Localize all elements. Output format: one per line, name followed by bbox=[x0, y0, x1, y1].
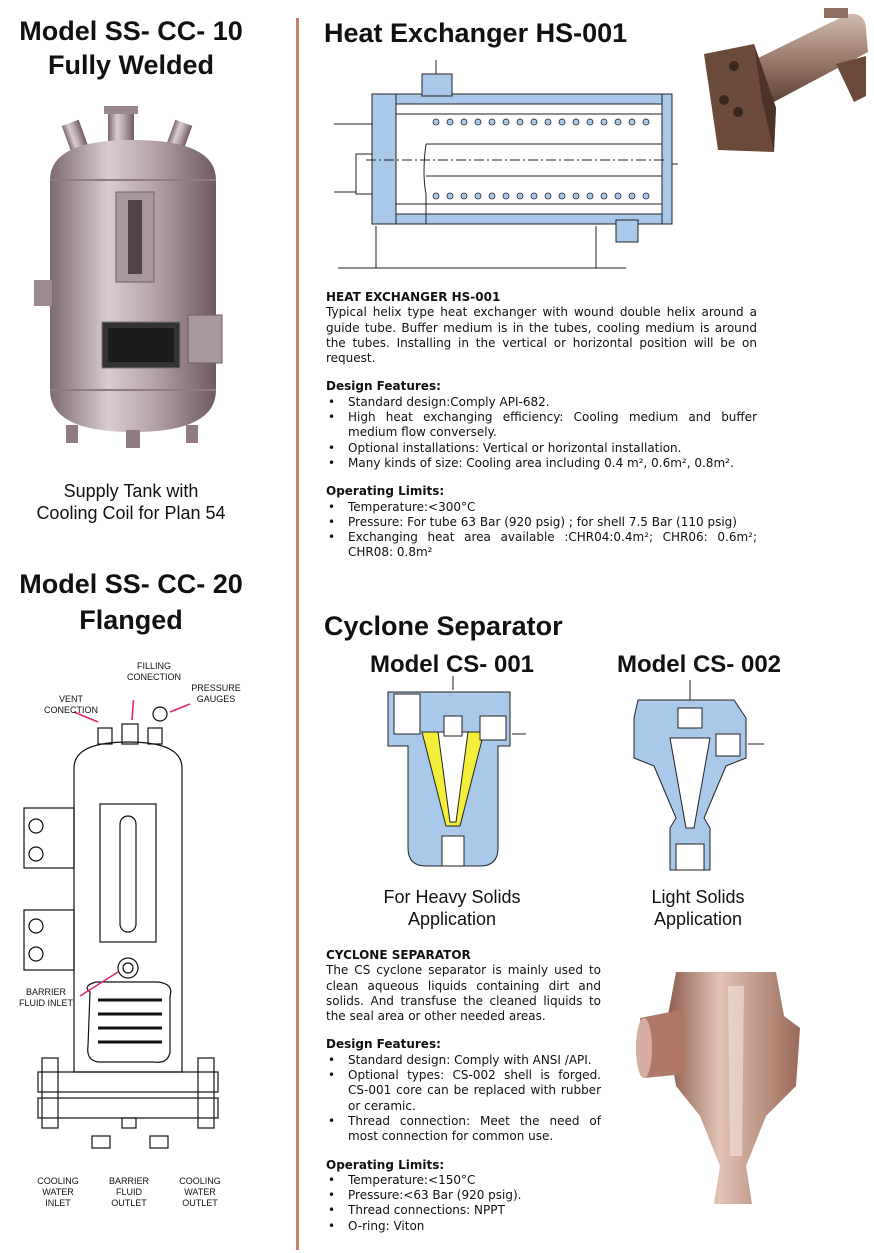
cs-002-caption-line2: Application bbox=[653, 909, 743, 929]
hx-design-features-list: Standard design:Comply API-682. High hea… bbox=[326, 395, 757, 472]
flanged-tank-diagram bbox=[23, 700, 219, 1149]
list-item: Thread connection: Meet the need of most… bbox=[326, 1114, 601, 1145]
heat-exchanger-diagram bbox=[334, 60, 678, 269]
list-item: Many kinds of size: Cooling area includi… bbox=[326, 456, 757, 472]
model-ss-cc-10-title: Model SS- CC- 10 Fully Welded bbox=[0, 14, 262, 82]
list-item: Thread connections: NPPT bbox=[326, 1203, 601, 1219]
list-item: Standard design:Comply API-682. bbox=[326, 395, 757, 411]
cyclone-description: The CS cyclone separator is mainly used … bbox=[326, 963, 601, 1024]
hx-description: Typical helix type heat exchanger with w… bbox=[326, 305, 757, 366]
tank-caption-line2: Cooling Coil for Plan 54 bbox=[36, 503, 226, 523]
label-pressure: PRESSURE GAUGES bbox=[191, 683, 241, 704]
tank-caption: Supply Tank with Cooling Coil for Plan 5… bbox=[0, 480, 262, 524]
model1-title: Model SS- CC- 10 bbox=[19, 16, 243, 46]
label-barrier-inlet: BARRIER FLUID INLET bbox=[18, 987, 73, 1008]
column-divider bbox=[296, 18, 299, 1250]
cyclone-separator-title: Cyclone Separator bbox=[324, 611, 563, 641]
cyclone-model1-title: Model CS- 001 bbox=[369, 651, 535, 678]
cyclone-operating-limits-title: Operating Limits: bbox=[326, 1157, 445, 1172]
model-ss-cc-20-title: Model SS- CC- 20 Flanged bbox=[0, 567, 262, 637]
cs-002-caption: Light Solids Application bbox=[610, 886, 786, 930]
heat-exchanger-title: Heat Exchanger HS-001 bbox=[324, 18, 628, 48]
cyclone-operating-limits-list: Temperature:<150°C Pressure:<63 Bar (920… bbox=[326, 1173, 601, 1234]
model2-title: Model SS- CC- 20 bbox=[19, 569, 243, 599]
cs-001-diagram bbox=[387, 676, 526, 867]
hx-design-features-title: Design Features: bbox=[326, 379, 441, 394]
list-item: Pressure:<63 Bar (920 psig). bbox=[326, 1188, 601, 1204]
label-cooling-outlet: COOLING WATER OUTLET bbox=[179, 1176, 221, 1208]
list-item: Exchanging heat area available :CHR04:0.… bbox=[326, 530, 757, 561]
list-item: Temperature:<300°C bbox=[326, 500, 757, 516]
cyclone-model2-title: Model CS- 002 bbox=[616, 651, 782, 678]
list-item: O-ring: Viton bbox=[326, 1219, 601, 1235]
cs-001-caption-line2: Application bbox=[407, 909, 497, 929]
list-item: Standard design: Comply with ANSI /API. bbox=[326, 1053, 601, 1069]
model1-subtitle: Fully Welded bbox=[47, 50, 215, 80]
cyclone-separator-photo bbox=[636, 972, 800, 1204]
hx-subheading: HEAT EXCHANGER HS-001 bbox=[326, 290, 501, 304]
hx-operating-limits-title: Operating Limits: bbox=[326, 484, 445, 499]
tank-caption-line1: Supply Tank with bbox=[63, 481, 199, 501]
cs-001-caption-line1: For Heavy Solids bbox=[383, 887, 521, 907]
cyclone-design-features-title: Design Features: bbox=[326, 1037, 441, 1052]
cyclone-subheading: CYCLONE SEPARATOR bbox=[326, 948, 471, 962]
cs-001-caption: For Heavy Solids Application bbox=[360, 886, 544, 930]
list-item: Temperature:<150°C bbox=[326, 1173, 601, 1189]
list-item: High heat exchanging efficiency: Cooling… bbox=[326, 410, 757, 441]
label-barrier-outlet: BARRIER FLUID OUTLET bbox=[108, 1176, 149, 1208]
heat-exchanger-photo bbox=[704, 8, 868, 152]
list-item: Optional types: CS-002 shell is forged. … bbox=[326, 1068, 601, 1114]
model2-subtitle: Flanged bbox=[79, 605, 183, 635]
label-cooling-inlet: COOLING WATER INLET bbox=[37, 1176, 79, 1208]
list-item: Pressure: For tube 63 Bar (920 psig) ; f… bbox=[326, 515, 757, 531]
cyclone-text: CYCLONE SEPARATOR The CS cyclone separat… bbox=[326, 948, 601, 1234]
label-filling: FILLING CONECTION bbox=[127, 661, 181, 682]
cyclone-design-features-list: Standard design: Comply with ANSI /API. … bbox=[326, 1053, 601, 1145]
heat-exchanger-text: HEAT EXCHANGER HS-001 Typical helix type… bbox=[326, 290, 757, 561]
supply-tank-photo bbox=[34, 106, 223, 448]
cs-002-diagram bbox=[633, 680, 764, 871]
hx-operating-limits-list: Temperature:<300°C Pressure: For tube 63… bbox=[326, 500, 757, 561]
label-vent: VENT CONECTION bbox=[44, 694, 98, 715]
list-item: Optional installations: Vertical or hori… bbox=[326, 441, 757, 457]
cs-002-caption-line1: Light Solids bbox=[651, 887, 745, 907]
